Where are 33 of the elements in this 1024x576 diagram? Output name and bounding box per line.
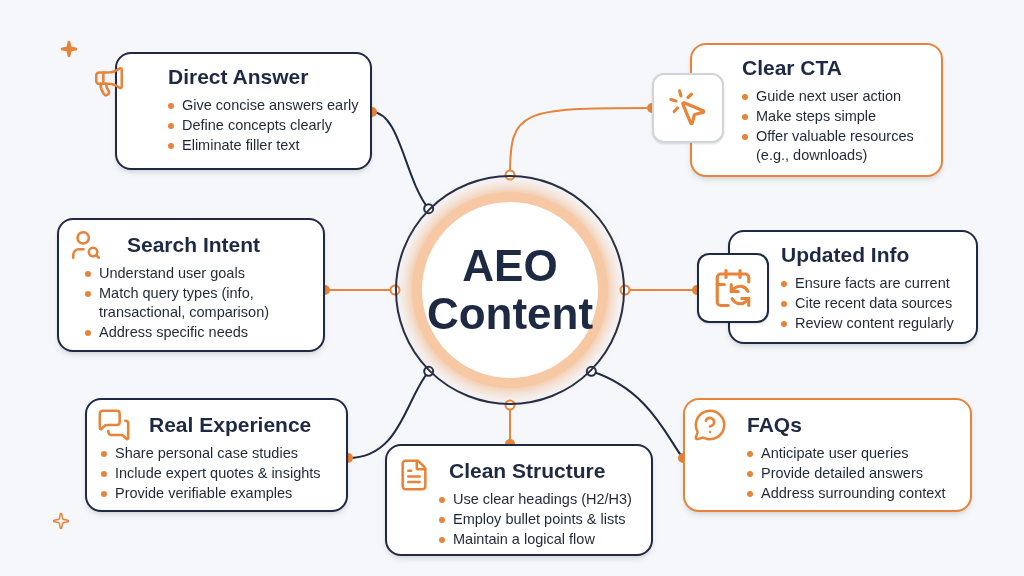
bullet-item: Make steps simple: [742, 107, 877, 127]
bullet-item: Offer valuable resources (e.g., downloads): [742, 127, 943, 166]
bullet-item: Share personal case studies: [101, 444, 298, 464]
bullet-item: Ensure facts are current: [781, 274, 950, 294]
bullet-item: Address surrounding context: [747, 484, 946, 504]
card-heading: Clean Structure: [449, 458, 606, 484]
bullet-item: Provide verifiable examples: [101, 484, 293, 504]
bullet-item: Understand user goals: [85, 264, 245, 284]
card-heading: Search Intent: [127, 232, 261, 258]
card-heading: FAQs: [747, 412, 802, 438]
bullet-item: Define concepts clearly: [168, 116, 332, 136]
bullet-item: Address specific needs: [85, 323, 249, 343]
info-card: [683, 398, 972, 512]
bullet-item: Review content regularly: [781, 314, 954, 334]
bullet-item: Guide next user action: [742, 87, 902, 107]
bullet-item: Employ bullet points & lists: [439, 510, 626, 530]
card-heading: Clear CTA: [742, 55, 842, 81]
card-heading: Updated Info: [781, 242, 910, 268]
bullet-item: Maintain a logical flow: [439, 530, 595, 550]
center-title: AEO Content: [425, 241, 595, 339]
bullet-item: Provide detailed answers: [747, 464, 923, 484]
bullet-item: Use clear headings (H2/H3): [439, 490, 632, 510]
card-heading: Direct Answer: [168, 64, 309, 90]
info-card: [85, 398, 348, 512]
bullet-item: Eliminate filler text: [168, 136, 300, 156]
card-heading: Real Experience: [149, 412, 312, 438]
info-card: [385, 444, 653, 556]
bullet-item: Anticipate user queries: [747, 444, 909, 464]
bullet-item: Match query types (info, transactional, comparison): [85, 284, 323, 323]
bullet-item: Cite recent data sources: [781, 294, 953, 314]
bullet-item: Give concise answers early: [168, 96, 359, 116]
bullet-item: Include expert quotes & insights: [101, 464, 321, 484]
info-card: [57, 218, 325, 352]
